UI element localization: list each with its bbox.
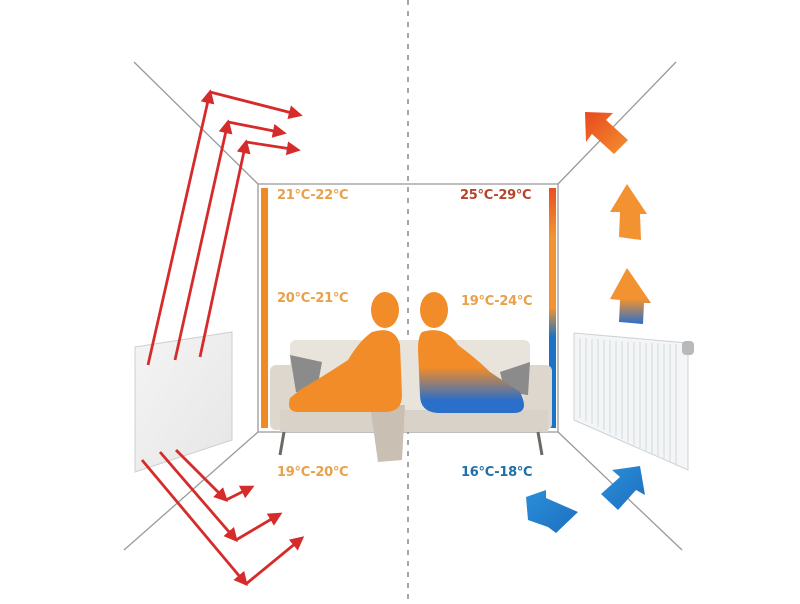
- left-temperature-bar: [261, 188, 268, 428]
- cold-air-arrow-right: [601, 466, 645, 510]
- warm-air-arrow-lower: [610, 268, 651, 324]
- right-floor-temp: 16°C-18°C: [461, 465, 533, 480]
- right-temperature-bar: [549, 188, 556, 428]
- infrared-rays-down: [140, 449, 305, 587]
- right-ceiling-temp: 25°C-29°C: [460, 188, 532, 203]
- infrared-rays-up: [146, 89, 303, 366]
- left-middle-temp: 20°C-21°C: [277, 291, 349, 306]
- left-ceiling-temp: 21°C-22°C: [277, 188, 349, 203]
- convection-radiator: [573, 332, 694, 471]
- hot-air-arrow-top: [585, 112, 628, 154]
- left-floor-temp: 19°C-20°C: [277, 465, 349, 480]
- person-warm: [289, 292, 402, 412]
- right-middle-temp: 19°C-24°C: [461, 294, 533, 309]
- infrared-panel: [134, 331, 233, 473]
- convection-arrows: [526, 112, 651, 533]
- cold-air-arrow-left: [526, 490, 578, 533]
- warm-air-arrow-middle: [610, 184, 647, 240]
- person-cold: [418, 292, 524, 413]
